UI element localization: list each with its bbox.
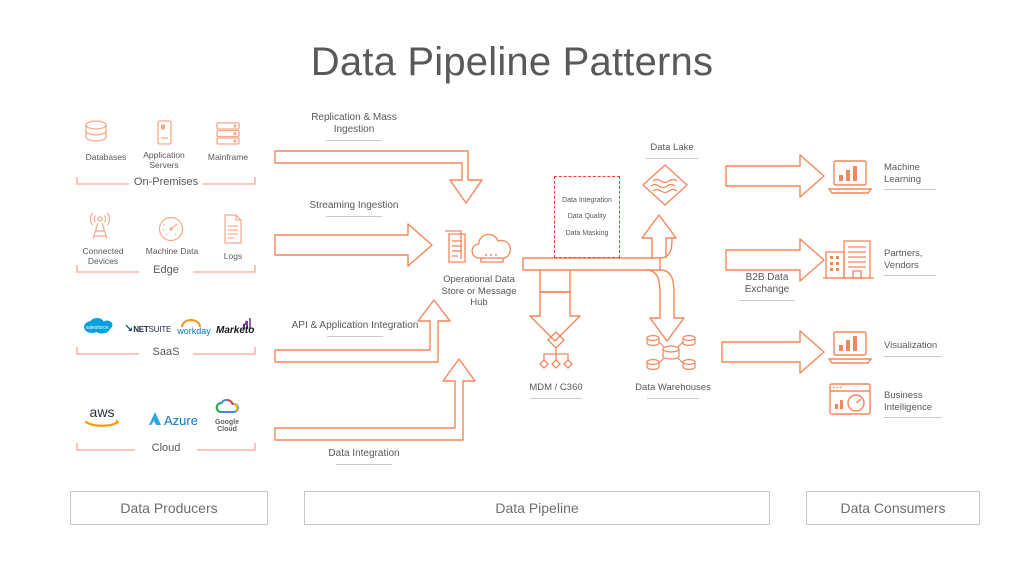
node-label-data-warehouses: Data Warehouses xyxy=(634,382,712,399)
netsuite-logo: ↘NETSUITE xyxy=(124,323,172,335)
zone-data-consumers: Data Consumers xyxy=(806,491,980,525)
svg-text:workday: workday xyxy=(176,326,211,336)
consumer-label-business-intelligence: Business Intelligence xyxy=(884,390,968,418)
salesforce-logo: salesforce xyxy=(80,316,116,338)
flow-label-data-integration: Data Integration xyxy=(306,448,422,465)
mainframe-icon xyxy=(212,118,244,148)
google-cloud-logo: Google Cloud xyxy=(205,396,249,433)
azure-logo: Azure xyxy=(140,409,198,429)
svg-text:Azure: Azure xyxy=(164,413,198,428)
producer-label-logs: Logs xyxy=(223,251,243,261)
service-data-masking: Data Masking xyxy=(565,229,609,237)
consumer-label-partners-vendors: Partners, Vendors xyxy=(884,248,958,276)
laptop-chart-icon xyxy=(826,158,874,196)
service-data-integration: Data Integration xyxy=(562,196,612,204)
arrow-to-data-lake xyxy=(641,214,677,258)
marketo-logo: Marketo xyxy=(214,316,256,336)
workday-logo: workday xyxy=(172,318,216,336)
arrow-to-data-lake-side xyxy=(659,237,673,259)
svg-text:aws: aws xyxy=(90,404,115,420)
mdm-network-icon xyxy=(532,330,580,376)
flow-label-b2b-exchange: B2B Data Exchange xyxy=(722,272,812,301)
flow-label-streaming: Streaming Ingestion xyxy=(296,200,412,217)
arrow-partners xyxy=(725,238,825,282)
producer-label-application-servers: Application Servers xyxy=(143,150,185,170)
arrow-streaming xyxy=(274,223,433,267)
database-icon xyxy=(78,118,114,148)
service-data-quality: Data Quality xyxy=(567,213,607,221)
page-title: Data Pipeline Patterns xyxy=(310,40,714,84)
arrow-visualization xyxy=(721,330,825,374)
documents-icon xyxy=(220,213,246,245)
arrow-ml xyxy=(725,154,825,198)
laptop-chart-icon xyxy=(826,330,874,366)
node-label-data-lake: Data Lake xyxy=(632,142,712,159)
group-brace-saas xyxy=(76,346,256,358)
arrow-replication xyxy=(274,150,483,204)
gauge-icon xyxy=(156,214,186,244)
zone-data-pipeline: Data Pipeline xyxy=(304,491,770,525)
documents-cloud-icon xyxy=(438,228,518,270)
producer-label-connected-devices: Connected Devices xyxy=(82,246,124,266)
group-label-saas: SaaS xyxy=(152,346,180,358)
producer-label-databases: Databases xyxy=(85,152,127,162)
services-dashed-box: Data Integration Data Quality Data Maski… xyxy=(554,176,620,258)
aws-logo: aws xyxy=(80,404,124,430)
group-label-edge: Edge xyxy=(153,264,179,276)
consumer-label-machine-learning: Machine Learning xyxy=(884,162,958,190)
data-warehouse-icon xyxy=(644,330,698,376)
flow-label-api-integration: API & Application Integration xyxy=(290,320,420,337)
antenna-icon xyxy=(86,212,114,244)
producer-label-machine-data: Machine Data xyxy=(145,246,199,256)
arrow-api xyxy=(274,299,451,363)
arrow-data-integration xyxy=(274,358,476,441)
group-brace-cloud xyxy=(76,442,256,454)
node-label-mdm: MDM / C360 xyxy=(520,382,592,399)
zone-data-producers: Data Producers xyxy=(70,491,268,525)
group-brace-edge xyxy=(76,264,256,276)
dashboard-gauge-icon xyxy=(826,382,874,416)
arrow-to-mdm xyxy=(529,291,581,342)
trunk-down-left xyxy=(539,270,571,293)
buildings-icon xyxy=(822,238,876,282)
data-lake-icon xyxy=(640,162,690,208)
svg-text:salesforce: salesforce xyxy=(86,325,109,331)
consumer-label-visualization: Visualization xyxy=(884,340,964,357)
flow-label-replication: Replication & Mass Ingestion xyxy=(296,112,412,141)
arrow-to-warehouses xyxy=(645,269,685,342)
group-label-cloud: Cloud xyxy=(151,442,181,454)
group-brace-on-premises xyxy=(76,176,256,188)
trunk-ods-right xyxy=(522,257,661,271)
group-label-on-premises: On-Premises xyxy=(133,176,199,188)
svg-text:Marketo: Marketo xyxy=(216,325,254,336)
producer-label-mainframe: Mainframe xyxy=(207,152,249,162)
server-icon xyxy=(150,118,178,148)
node-label-ods: Operational Data Store or Message Hub xyxy=(441,274,517,308)
